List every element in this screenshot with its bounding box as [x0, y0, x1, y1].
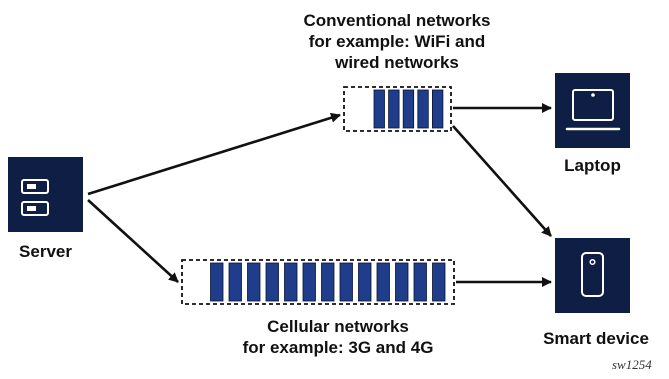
packet-slot	[247, 262, 261, 302]
conventional-networks-label: Conventional networks for example: WiFi …	[262, 10, 532, 73]
packet-slot	[321, 262, 335, 302]
laptop-label: Laptop	[564, 156, 621, 175]
smart-device-label: Smart device	[543, 329, 649, 348]
packet-slot	[265, 262, 279, 302]
flow-arrows	[87, 103, 552, 287]
packet-slot	[302, 262, 316, 302]
arrow-server-to-cellular	[87, 199, 179, 283]
packet-slot	[431, 89, 444, 129]
conventional-packets	[373, 89, 444, 129]
server-icon	[21, 179, 49, 216]
arrow-conventional-to-smart-device	[452, 125, 552, 237]
cellular-queue	[181, 259, 455, 305]
packet-slot	[373, 89, 385, 129]
cellular-networks-label: Cellular networks for example: 3G and 4G	[218, 316, 458, 358]
smart-device-node	[555, 238, 630, 313]
packet-slot	[395, 262, 409, 302]
cellular-label-line-1: Cellular networks	[267, 317, 409, 336]
conventional-label-line-2: for example: WiFi and	[308, 32, 486, 51]
arrow-server-to-conventional	[87, 112, 341, 196]
cellular-label-line-2: for example: 3G and 4G	[242, 338, 434, 357]
conventional-queue	[343, 86, 452, 132]
packet-slot	[339, 262, 353, 302]
server-label: Server	[19, 242, 72, 261]
packet-slot	[417, 89, 429, 129]
laptop-icon	[565, 89, 621, 131]
packet-slot	[358, 262, 372, 302]
conventional-label-line-3: wired networks	[335, 53, 459, 72]
packet-slot	[284, 262, 298, 302]
packet-slot	[432, 262, 446, 302]
packet-slot	[210, 262, 224, 302]
conventional-label-line-1: Conventional networks	[303, 11, 491, 30]
packet-slot	[413, 262, 427, 302]
figure-reference-id: sw1254	[612, 357, 652, 372]
server-node	[8, 157, 83, 232]
smartphone-icon	[581, 252, 604, 297]
cellular-packets	[210, 262, 446, 302]
laptop-node	[555, 73, 630, 148]
packet-slot	[376, 262, 390, 302]
packet-slot	[402, 89, 415, 129]
packet-slot	[388, 89, 400, 129]
packet-slot	[228, 262, 242, 302]
